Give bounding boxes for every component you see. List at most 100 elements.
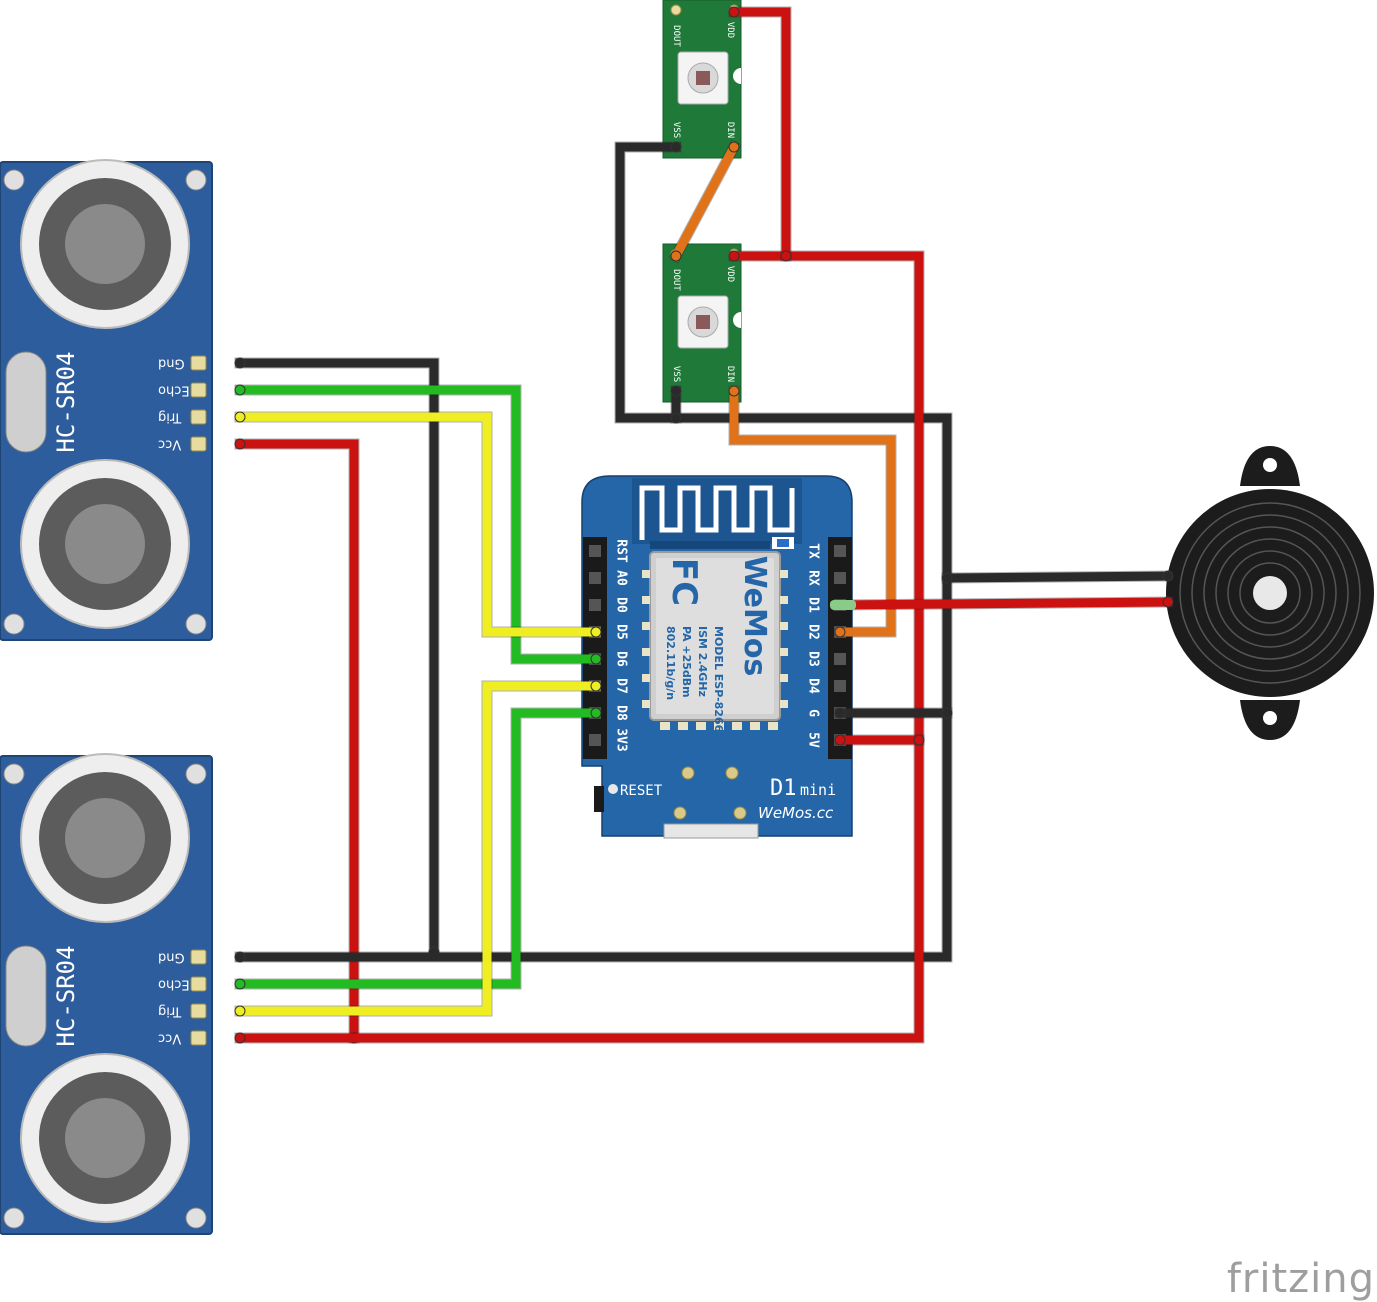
wire-buzzer-gnd[interactable]	[942, 571, 1173, 583]
sensor-pin-echo[interactable]	[190, 976, 207, 992]
sensor-pin-vcc[interactable]	[190, 436, 207, 452]
wire-end	[234, 978, 246, 990]
wemos-d1-mini-board: WeMos FC MODEL ESP-8266 ISM 2.4GHz PA +2…	[581, 475, 853, 839]
wire-end	[590, 653, 602, 665]
led-component-lens	[777, 539, 789, 547]
board-pin-a0[interactable]	[589, 572, 601, 584]
board-website: WeMos.cc	[758, 804, 834, 822]
wire-end	[913, 734, 925, 746]
board-pin-label: D2	[806, 624, 821, 640]
pixel-led-die	[696, 71, 710, 85]
module-pads	[660, 722, 778, 730]
board-pin-d4[interactable]	[834, 680, 846, 692]
sensor-pin-echo[interactable]	[190, 382, 207, 398]
board-pin-tx[interactable]	[834, 545, 846, 557]
board-name-suffix: mini	[800, 781, 836, 799]
board-pin-d3[interactable]	[834, 653, 846, 665]
wire-end	[590, 626, 602, 638]
buzzer-center	[1253, 576, 1287, 610]
wire-s1-trig[interactable]	[235, 412, 601, 637]
wire-end	[234, 438, 246, 450]
sensor-pin-label: Echo	[158, 383, 190, 398]
sensor-model-label: HC-SR04	[52, 351, 80, 452]
module-wifi-line: 802.11b/g/n	[664, 626, 677, 700]
wires	[234, 6, 1174, 1044]
pixel-pin-label: DOUT	[671, 269, 681, 291]
wire-s1-echo[interactable]	[235, 385, 601, 664]
wire-s2-echo-outline	[234, 707, 602, 990]
mount-hole	[3, 169, 25, 191]
wire-pixel-chain[interactable]	[669, 140, 741, 263]
wire-end	[834, 626, 846, 638]
transducer-core	[65, 204, 145, 284]
sensor-pin-label: Vcc	[158, 1031, 181, 1046]
fritzing-watermark: fritzing	[1227, 1256, 1375, 1302]
buzzer-mount-hole	[1263, 711, 1277, 725]
wire-s2-vcc[interactable]	[235, 251, 924, 1043]
board-pin-label: D5	[614, 624, 629, 640]
reset-button[interactable]	[594, 786, 604, 812]
sensor-pin-vcc[interactable]	[190, 1030, 207, 1046]
mount-pad	[733, 806, 747, 820]
mount-pad	[725, 766, 739, 780]
via-row	[650, 541, 770, 549]
wire-end	[1162, 570, 1174, 582]
wire-end	[234, 411, 246, 423]
wire-end	[590, 707, 602, 719]
module-ism-line: ISM 2.4GHz	[696, 626, 709, 697]
wire-s2-trig[interactable]	[235, 681, 601, 1016]
wire-end	[670, 250, 682, 262]
board-pin-label: 5V	[806, 732, 821, 748]
pixel-pin-label: VDD	[725, 266, 735, 282]
board-pin-d0[interactable]	[589, 599, 601, 611]
sensor-pin-label: Vcc	[158, 437, 181, 452]
board-pin-label: D8	[614, 705, 629, 721]
wire-s1-vcc-outline	[234, 438, 360, 1044]
mount-hole	[3, 1207, 25, 1229]
antenna-trace	[639, 485, 795, 540]
pixel-pin-label: VSS	[671, 122, 681, 138]
board-name: D1	[770, 776, 797, 801]
wire-end	[670, 141, 682, 153]
board-pin-label: D7	[614, 678, 629, 694]
wire-s2-echo[interactable]	[235, 708, 601, 989]
sensor-pin-trig[interactable]	[190, 1003, 207, 1019]
sensor-pin-label: Trig	[158, 410, 182, 425]
board-pin-label: D3	[806, 651, 821, 667]
pixel-pin-label: VSS	[671, 366, 681, 382]
sensor-pin-trig[interactable]	[190, 409, 207, 425]
wire-pixel1-vdd-outline	[728, 6, 792, 262]
board-pin-rst[interactable]	[589, 545, 601, 557]
wire-s1-vcc[interactable]	[235, 439, 359, 1043]
pixel-pin-label: DIN	[725, 122, 735, 138]
wire-s2-gnd[interactable]	[235, 142, 952, 962]
board-pin-3v3[interactable]	[589, 734, 601, 746]
sensor-pin-gnd[interactable]	[190, 355, 207, 371]
wire-end	[1162, 596, 1174, 608]
board-pin-rx[interactable]	[834, 572, 846, 584]
sensor-pin-label: Gnd	[158, 950, 185, 965]
d1-pin-highlight	[830, 600, 856, 610]
mount-hole	[185, 763, 207, 785]
reset-pad	[608, 784, 618, 794]
sensor-pin-gnd[interactable]	[190, 949, 207, 965]
pixel-pad[interactable]	[670, 4, 682, 16]
buzzer-rings	[1179, 502, 1361, 684]
wire-end	[728, 141, 740, 153]
wire-buzzer-d1[interactable]	[835, 597, 1173, 610]
wire-end	[234, 1005, 246, 1017]
transducer-core	[65, 1098, 145, 1178]
usb-port[interactable]	[663, 823, 759, 839]
wire-s1-gnd[interactable]	[235, 358, 439, 957]
wire-d2-din[interactable]	[729, 386, 896, 637]
esp8266-shield	[656, 558, 774, 714]
wire-pixel1-vdd[interactable]	[729, 7, 791, 261]
wire-end	[590, 680, 602, 692]
wire-end	[728, 250, 740, 262]
mount-pad	[681, 766, 695, 780]
